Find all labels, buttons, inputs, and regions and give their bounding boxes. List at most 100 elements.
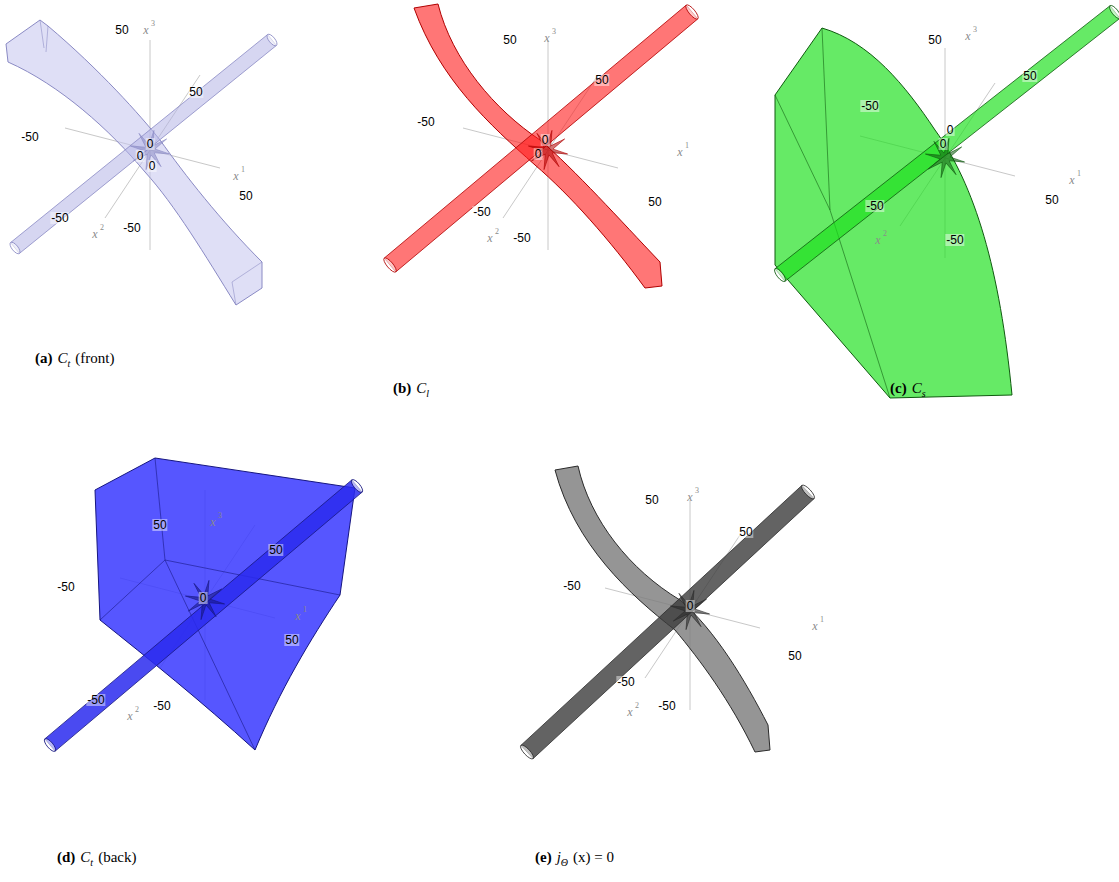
tick-label: 50 — [647, 196, 662, 208]
tick-label: 50 — [738, 526, 753, 538]
axis-label: x — [210, 516, 215, 528]
surface-plot — [519, 466, 817, 761]
tick-label: 50 — [268, 544, 283, 556]
tick-label: 0 — [199, 592, 208, 604]
caption-symbol: C — [58, 350, 68, 366]
axis-label: x — [812, 620, 817, 632]
axis-label: x — [677, 146, 682, 158]
axis-index: 3 — [973, 26, 977, 34]
tube-surface — [11, 35, 277, 254]
tube-end — [519, 743, 536, 760]
axis-label: x — [92, 228, 97, 240]
subfigure-caption: (a)Ct(front) — [35, 349, 114, 370]
tick-label: -50 — [122, 222, 141, 234]
tick-label: -50 — [86, 694, 105, 706]
tick-label: 0 — [939, 138, 948, 150]
axis-index: 3 — [695, 487, 699, 495]
region-surface — [555, 466, 770, 752]
subfigure-caption: (b)Cl — [393, 379, 434, 400]
axis-index: 1 — [685, 142, 689, 150]
axis-index: 2 — [135, 706, 139, 714]
axis-index: 1 — [241, 166, 245, 174]
surface-plot — [6, 20, 279, 305]
tick-label: -50 — [416, 116, 435, 128]
tube-surface — [384, 5, 698, 272]
tube-end — [1108, 4, 1119, 20]
axis-label: x — [627, 706, 632, 718]
axis-index: 2 — [495, 228, 499, 236]
subfigure-caption: (c) Cs — [890, 379, 931, 400]
caption-text: (front) — [75, 350, 114, 366]
tick-label: 50 — [502, 34, 517, 46]
center-star — [185, 580, 224, 619]
axis-index: 3 — [552, 28, 556, 36]
axis-label: x — [544, 32, 549, 44]
tube-surface — [775, 6, 1119, 282]
tick-label: -50 — [562, 580, 581, 592]
tick-label: -50 — [865, 200, 884, 212]
surface-edge — [775, 28, 890, 398]
caption-letter: (d) — [57, 849, 75, 865]
surface-plot — [43, 458, 365, 753]
tick-label: 0 — [136, 150, 145, 162]
tube-end — [8, 241, 21, 256]
caption-letter: (b) — [393, 380, 411, 396]
tube-end — [382, 256, 398, 274]
caption-text: (back) — [98, 849, 136, 865]
tick-label: 0 — [686, 600, 695, 612]
axis-index: 2 — [100, 224, 104, 232]
axis-label: x — [143, 24, 148, 36]
tick-label: 50 — [594, 74, 609, 86]
tick-label: 50 — [1022, 70, 1037, 82]
caption-text: (x) = 0 — [573, 849, 614, 865]
caption-symbol: C — [80, 849, 90, 865]
tick-label: 0 — [148, 160, 157, 172]
tube-end — [350, 478, 365, 494]
caption-subscript: t — [90, 857, 93, 868]
caption-subscript: s — [922, 388, 926, 399]
caption-subscript: Θ — [561, 857, 568, 868]
subfigure-caption: (e)jΘ(x) = 0 — [535, 848, 614, 869]
axis-index: 3 — [218, 512, 222, 520]
tick-label: 50 — [644, 494, 659, 506]
axis-label: x — [875, 234, 880, 246]
tick-label: 50 — [284, 634, 299, 646]
tick-label: -50 — [50, 212, 69, 224]
tick-label: 50 — [787, 650, 802, 662]
tick-label: 0 — [946, 124, 955, 136]
tube-end — [800, 483, 817, 500]
region-surface — [775, 28, 1012, 398]
tube-surface — [45, 480, 362, 751]
tick-label: -50 — [616, 676, 635, 688]
surface-edge — [40, 20, 262, 305]
axis-index: 3 — [151, 20, 155, 28]
tick-label: 0 — [534, 148, 543, 160]
axis-label: x — [487, 232, 492, 244]
tube-end — [265, 33, 278, 48]
axis-label: x — [233, 170, 238, 182]
subfigure-caption: (d) Ct (back) — [57, 848, 136, 869]
axis-index: 1 — [820, 616, 824, 624]
axis-index: 1 — [303, 606, 307, 614]
caption-letter: (c) — [890, 380, 907, 396]
tick-label: -50 — [512, 232, 531, 244]
region-surface — [6, 20, 262, 305]
caption-symbol: C — [912, 380, 922, 396]
tick-label: -50 — [945, 234, 964, 246]
tube-end — [773, 267, 788, 283]
tick-label: -50 — [657, 700, 676, 712]
caption-letter: (e) — [535, 849, 552, 865]
tube-surface — [521, 485, 814, 758]
axis-label: x — [127, 710, 132, 722]
axis-label: x — [1069, 174, 1074, 186]
tube-end — [684, 3, 700, 21]
tick-label: 50 — [1044, 194, 1059, 206]
tick-label: 50 — [152, 519, 167, 531]
caption-subscript: t — [68, 358, 71, 369]
axis-index: 2 — [635, 702, 639, 710]
tick-label: 50 — [114, 24, 129, 36]
axis-label: x — [965, 30, 970, 42]
center-star — [670, 590, 709, 629]
center-star — [925, 138, 964, 177]
tick-label: -50 — [472, 206, 491, 218]
